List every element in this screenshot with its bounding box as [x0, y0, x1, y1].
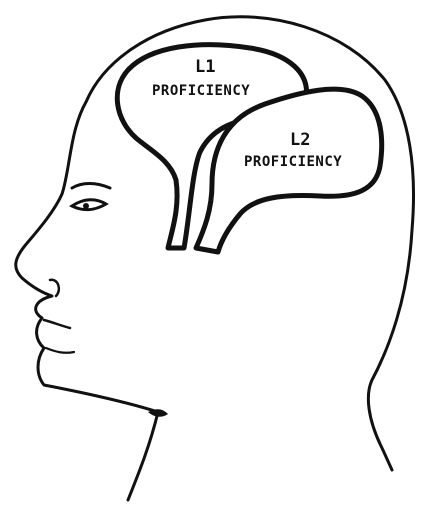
mouth	[44, 320, 70, 328]
l2-code-label: L2	[290, 130, 310, 150]
pupil	[83, 203, 89, 209]
nostril	[50, 280, 59, 296]
eyebrow	[72, 184, 110, 189]
l1-proficiency-label: PROFICIENCY	[152, 83, 250, 99]
l2-proficiency-label: PROFICIENCY	[244, 154, 342, 170]
eye	[72, 200, 106, 210]
chin-line	[46, 348, 74, 353]
l1-code-label: L1	[195, 57, 215, 77]
